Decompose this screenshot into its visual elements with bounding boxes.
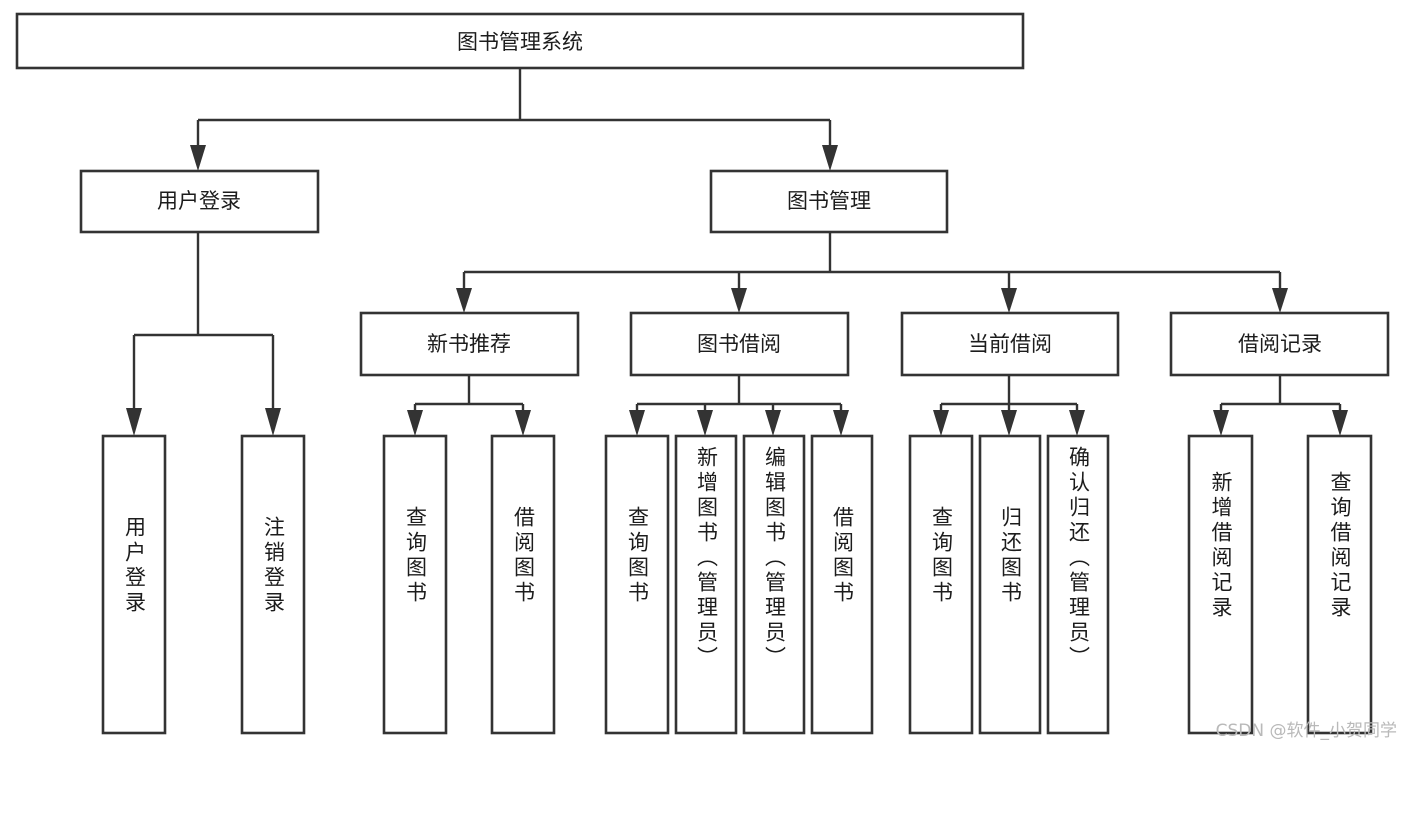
leaf-box-add-borrow-record[interactable]	[1187, 434, 1254, 735]
connector-group-newbook	[407, 375, 531, 436]
arrow-current-leaf2	[1001, 410, 1017, 436]
arrow-current-leaf1	[933, 410, 949, 436]
leaf-box-query-book-2[interactable]	[604, 434, 670, 735]
node-user-login[interactable]: 用户登录	[79, 169, 320, 234]
node-root-box[interactable]	[15, 12, 1025, 70]
arrow-root-to-user-login	[190, 145, 206, 171]
arrow-current-leaf3	[1069, 410, 1085, 436]
node-borrow-records-label: 借阅记录	[1238, 332, 1322, 356]
leaf-box-borrow-book-2[interactable]	[810, 434, 874, 735]
connector-group-root	[190, 68, 838, 171]
arrow-user-login-leaf2	[265, 408, 281, 436]
node-current-borrow[interactable]: 当前借阅	[900, 311, 1120, 377]
node-new-book-recommend-box[interactable]	[359, 311, 580, 377]
arrow-borrow-leaf4	[833, 410, 849, 436]
node-root-label: 图书管理系统	[457, 30, 583, 54]
arrow-bm-to-newbook	[456, 288, 472, 313]
tree-diagram-svg: 图书管理系统 用户登录 图书管理 新书推荐 图书借阅 当前借阅 借阅记录	[15, 12, 1390, 735]
arrow-records-leaf2	[1332, 410, 1348, 436]
connector-group-user-login	[126, 232, 281, 436]
node-book-borrow[interactable]: 图书借阅	[629, 311, 850, 377]
node-new-book-recommend[interactable]: 新书推荐	[359, 311, 580, 377]
node-user-login-label: 用户登录	[157, 189, 241, 213]
leaf-box-borrow-book-1[interactable]	[490, 434, 556, 735]
arrow-borrow-leaf3	[765, 410, 781, 436]
connector-group-records	[1213, 375, 1348, 436]
node-borrow-records-box[interactable]	[1169, 311, 1390, 377]
leaf-box-query-borrow-record[interactable]	[1306, 434, 1373, 735]
leaf-box-confirm-return-admin[interactable]	[1046, 434, 1110, 735]
leaf-box-user-login[interactable]	[101, 434, 167, 735]
diagram-canvas: 图书管理系统 用户登录 图书管理 新书推荐 图书借阅 当前借阅 借阅记录	[15, 12, 1397, 741]
arrow-bm-to-records	[1272, 288, 1288, 313]
leaf-box-query-book-1[interactable]	[382, 434, 448, 735]
leaf-box-query-book-3[interactable]	[908, 434, 974, 735]
node-new-book-recommend-label: 新书推荐	[427, 332, 511, 356]
arrow-borrow-leaf1	[629, 410, 645, 436]
node-book-borrow-label: 图书借阅	[697, 332, 781, 356]
node-book-management-box[interactable]	[709, 169, 949, 234]
arrow-borrow-leaf2	[697, 410, 713, 436]
connector-group-current	[933, 375, 1085, 436]
node-current-borrow-label: 当前借阅	[968, 332, 1052, 356]
arrow-records-leaf1	[1213, 410, 1229, 436]
arrow-newbook-leaf2	[515, 410, 531, 436]
node-borrow-records[interactable]: 借阅记录	[1169, 311, 1390, 377]
node-book-management-label: 图书管理	[787, 189, 871, 213]
leaf-box-edit-book-admin[interactable]	[742, 434, 806, 735]
node-root[interactable]: 图书管理系统	[15, 12, 1025, 70]
node-user-login-box[interactable]	[79, 169, 320, 234]
node-book-management[interactable]: 图书管理	[709, 169, 949, 234]
leaf-box-logout[interactable]	[240, 434, 306, 735]
arrow-root-to-book-mgmt	[822, 145, 838, 171]
arrow-bm-to-current	[1001, 288, 1017, 313]
arrow-user-login-leaf1	[126, 408, 142, 436]
node-book-borrow-box[interactable]	[629, 311, 850, 377]
arrow-bm-to-borrow	[731, 288, 747, 313]
leaf-box-return-book[interactable]	[978, 434, 1042, 735]
connector-group-book-mgmt	[456, 232, 1288, 313]
node-current-borrow-box[interactable]	[900, 311, 1120, 377]
connector-group-borrow	[629, 375, 849, 436]
leaf-box-add-book-admin[interactable]	[674, 434, 738, 735]
arrow-newbook-leaf1	[407, 410, 423, 436]
